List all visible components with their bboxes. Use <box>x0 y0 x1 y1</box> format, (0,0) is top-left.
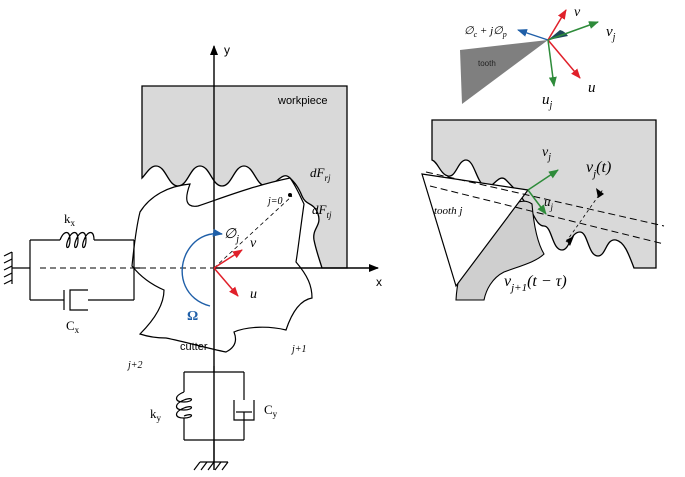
thickness-line <box>565 187 605 243</box>
tooth-index-2: j+2 <box>126 360 143 371</box>
v-arrow <box>213 249 243 269</box>
phase-arrow <box>517 29 549 41</box>
workpiece-block <box>141 85 348 269</box>
vj-label-top: vj <box>606 24 616 43</box>
tangential-force-label: dFtj <box>312 202 332 220</box>
u-vector-top <box>547 39 581 79</box>
tooth-index-0: j=0 <box>266 196 283 207</box>
u-arrow <box>213 267 239 297</box>
u-label-top: u <box>588 80 596 96</box>
workpiece-label: workpiece <box>277 95 328 107</box>
tooth-vector-diagram: tooth ∅c + j∅p v vj u uj <box>460 5 616 111</box>
x-suspension <box>3 231 140 311</box>
vj1-label: vj+1(t − τ) <box>504 273 567 294</box>
v-label: v <box>250 236 257 251</box>
workpiece-detail <box>431 119 657 269</box>
radial-force-label: dFrj <box>310 165 331 183</box>
force-contact-point <box>288 193 292 197</box>
uj-label: uj <box>544 194 554 212</box>
cy-label: Cy <box>264 402 278 419</box>
x-axis-label: x <box>376 275 382 289</box>
spin-arc <box>181 228 223 307</box>
tooth-wedge-label: tooth <box>478 59 496 68</box>
vjt-label: vj(t) <box>586 159 611 180</box>
phase-label: ∅c + j∅p <box>464 25 507 39</box>
milling-model: workpiece cutter y x Ω v u ∅j j=0 j+1 j+… <box>3 43 382 471</box>
current-path-dashed <box>425 171 665 227</box>
marker-bottom <box>566 236 574 246</box>
uj-vector <box>527 189 547 215</box>
spin-label: Ω <box>187 309 198 324</box>
cutter-outline <box>131 177 313 353</box>
y-axis-label: y <box>224 43 230 57</box>
tooth-j-body <box>421 173 530 288</box>
vj-vector-top <box>547 21 599 41</box>
cutter-label: cutter <box>180 341 208 353</box>
vj-label: vj <box>542 145 551 163</box>
uj-vector-top <box>547 39 557 87</box>
y-suspension <box>175 366 255 471</box>
tooth-j-label: tooth j <box>434 205 462 217</box>
tooth-direction-line <box>213 195 293 269</box>
tooth-wedge <box>460 40 548 104</box>
tooth-index-1: j+1 <box>290 344 307 355</box>
u-label: u <box>250 287 257 302</box>
v-label-top: v <box>574 5 581 20</box>
cx-label: Cx <box>66 318 80 335</box>
marker-top <box>596 188 604 198</box>
vj-vector <box>527 169 559 191</box>
chip-thickness-diagram: tooth j vj uj vj(t) vj+1(t − τ) <box>421 119 665 301</box>
uj-label-top: uj <box>542 92 553 111</box>
previous-path-dashed <box>429 185 665 245</box>
ky-label: ky <box>150 406 162 423</box>
kx-label: kx <box>64 211 76 228</box>
angle-label: ∅j <box>224 227 239 245</box>
v-vector-top <box>547 9 567 41</box>
